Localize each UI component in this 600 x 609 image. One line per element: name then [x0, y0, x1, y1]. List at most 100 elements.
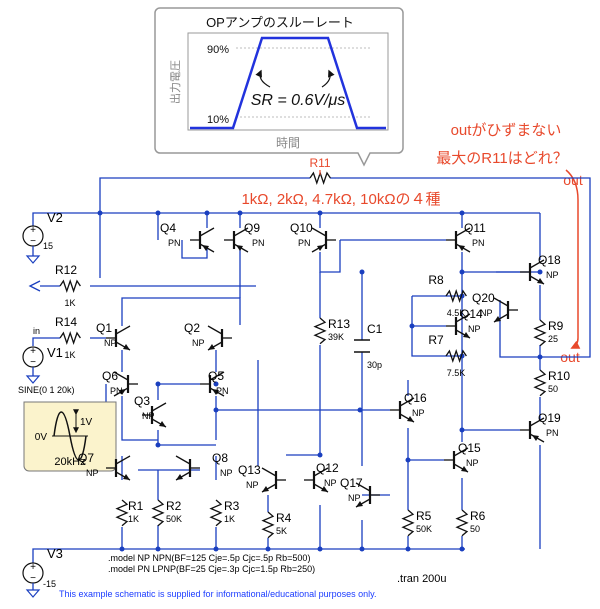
transistor-q3-model: NP [142, 411, 155, 421]
resistor-r9-name: R9 [548, 319, 564, 333]
transistor-q1-model: NP [104, 338, 117, 348]
svg-text:+: + [30, 562, 36, 573]
slew-waveform [190, 36, 386, 130]
transistor-q14-name: Q14 [460, 307, 483, 321]
svg-text:−: − [30, 236, 36, 247]
model-np-line: .model NP NPN(BF=125 Cje=.5p Cjc=.5p Rb=… [108, 553, 310, 563]
transistor-q17-model: NP [348, 493, 361, 503]
c1-name: C1 [367, 322, 383, 336]
sine-zero-label: 0V [35, 432, 48, 443]
transistor-q9-name: Q9 [244, 221, 260, 235]
transistor-q7-model: NP [86, 468, 99, 478]
transistor-q11-model: PN [472, 238, 485, 248]
net-in-label: in [33, 326, 40, 336]
out-pointer-arrow [565, 169, 581, 349]
ground-icon [25, 375, 41, 384]
v2-name: V2 [47, 210, 63, 225]
transistor-q10-model: PN [298, 238, 311, 248]
v2-source: + − V2 15 [22, 210, 63, 264]
rise-arrow [255, 69, 271, 88]
ground-icon [25, 255, 41, 264]
resistor-r8: R84.5K [428, 273, 467, 318]
v1-name: V1 [47, 345, 63, 360]
v3-name: V3 [47, 546, 63, 561]
transistor-q12-name: Q12 [316, 461, 339, 475]
v1-spec: SINE(0 1 20k) [18, 385, 75, 395]
resistor-r11: R11 [309, 156, 331, 186]
slew-rate-formula: SR = 0.6V/μs [251, 92, 346, 109]
v3-value: -15 [43, 579, 56, 589]
port-icon [28, 280, 41, 292]
transistor-q19-model: PN [546, 428, 559, 438]
transistor-q8-model: NP [220, 468, 233, 478]
transistor-q13-model: NP [246, 480, 259, 490]
transistor-q14-model: NP [468, 324, 481, 334]
resistor-r11-name: R11 [309, 156, 330, 170]
transistor-q19-name: Q19 [538, 411, 561, 425]
resistor-r6-value: 50 [470, 524, 480, 534]
junction-dots [97, 210, 543, 552]
transistor-q6-name: Q6 [102, 369, 118, 383]
transistor-q8-name: Q8 [212, 451, 228, 465]
resistor-r7: R77.5K [428, 333, 467, 378]
chart-y-axis-label: 出力電圧 [168, 60, 182, 104]
slew-rate-callout: OPアンプのスルーレート 出力電圧 時間 90% 10% SR = 0.6V/μ… [154, 7, 404, 167]
resistor-r6-name: R6 [470, 509, 486, 523]
level-90-label: 90% [207, 44, 229, 56]
resistor-r14-name: R14 [55, 315, 77, 329]
transistor-q6-model: PN [110, 386, 123, 396]
ground-icon [25, 589, 41, 598]
transistor-q11-name: Q11 [464, 221, 486, 235]
resistor-r2-value: 50K [166, 514, 182, 524]
sine-amp-label: 1V [80, 417, 93, 428]
v2-value: 15 [43, 241, 53, 251]
resistor-r3-name: R3 [224, 499, 240, 513]
c1-value: 30p [367, 360, 382, 370]
transistor-q15-model: NP [466, 458, 479, 468]
transistor-q5-name: Q5 [208, 369, 224, 383]
capacitor-c1: C1 30p [354, 322, 383, 370]
resistor-r4-value: 5K [276, 526, 287, 536]
resistor-r4-name: R4 [276, 511, 292, 525]
transistor-q4-model: PN [168, 238, 181, 248]
resistor-r2-name: R2 [166, 499, 182, 513]
transistor-q20-model: NP [480, 308, 493, 318]
svg-text:−: − [30, 357, 36, 368]
chart-x-axis-label: 時間 [276, 136, 300, 150]
v1-source: + − V1 in SINE(0 1 20k) [18, 326, 75, 395]
sine-icon [53, 411, 87, 461]
question-line-2: 最大のR11はどれ？ [436, 150, 567, 167]
transistor-q16-model: NP [412, 408, 425, 418]
transistor-q1-name: Q1 [96, 321, 112, 335]
transistor-q7-name: Q7 [78, 451, 94, 465]
resistor-r12-value: 1K [64, 298, 75, 308]
resistor-r8-name: R8 [428, 273, 444, 287]
transistor-q16-name: Q16 [404, 391, 427, 405]
fall-arrow [321, 69, 335, 88]
resistor-r9-value: 25 [548, 334, 558, 344]
sine-inset: 0V 1V 20kHz [23, 401, 117, 472]
resistor-r3-value: 1K [224, 514, 235, 524]
